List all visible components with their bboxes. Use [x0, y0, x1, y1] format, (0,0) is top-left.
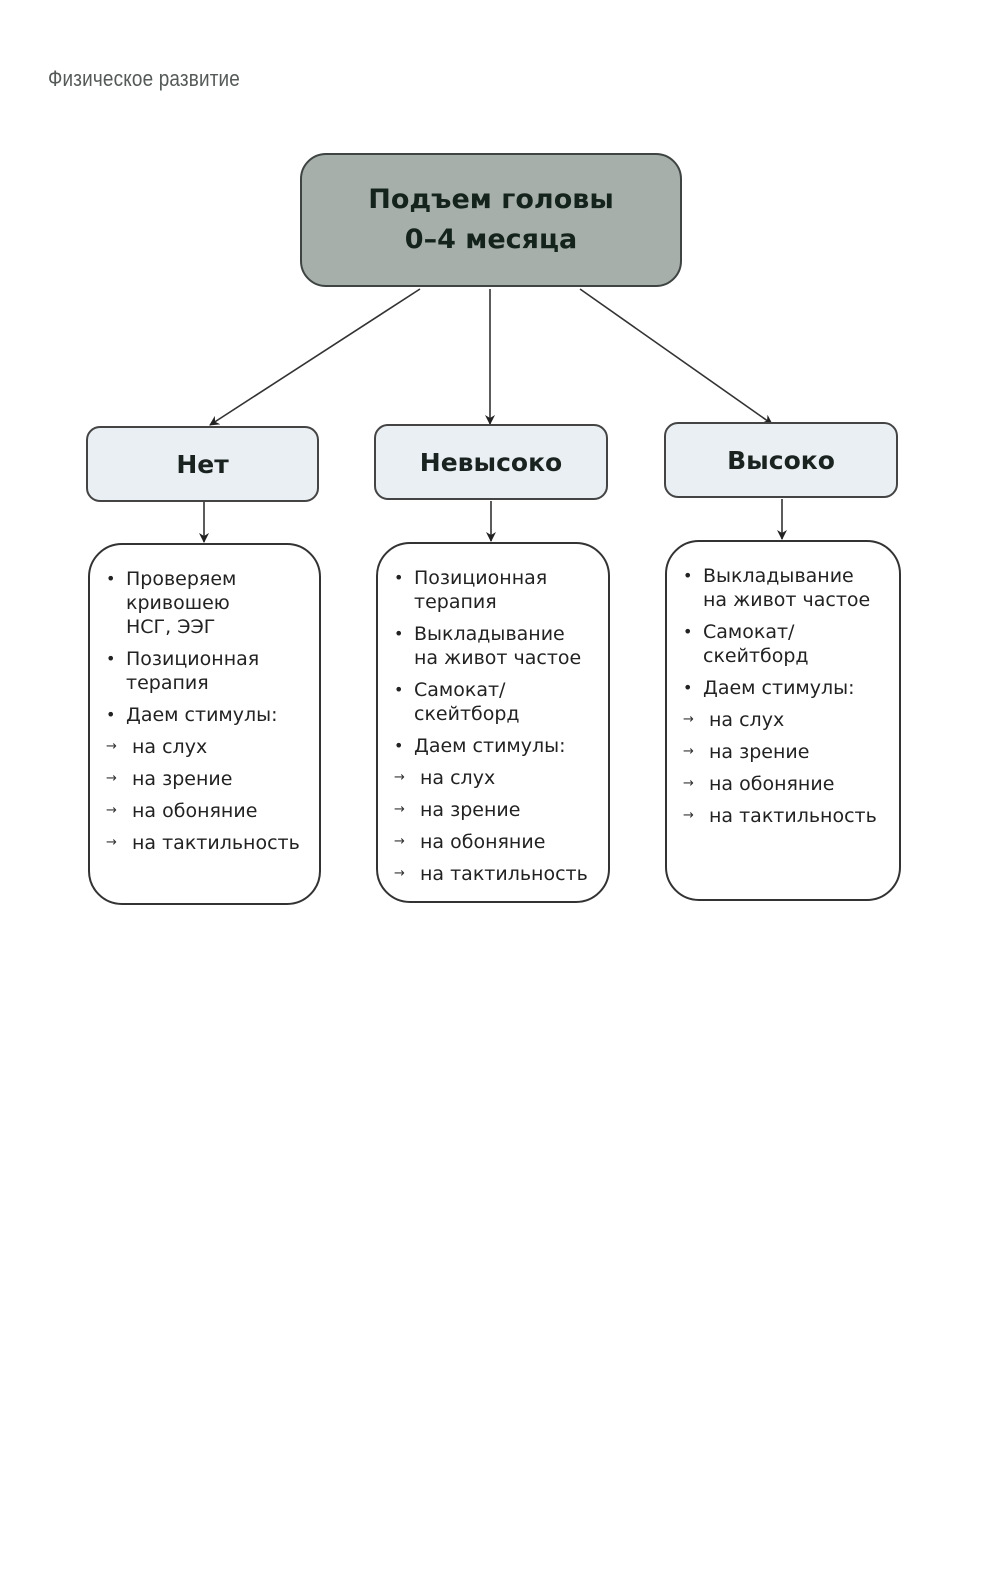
root-title: Подъем головы	[368, 184, 614, 215]
list-item-text: Выкладывание	[414, 623, 565, 645]
bullet-icon: •	[394, 736, 404, 755]
list-item-text: на живот частое	[703, 589, 871, 611]
arrow-right-icon: →	[683, 712, 694, 727]
list-item-text: Самокат/	[703, 621, 795, 643]
list-item-text: НСГ, ЭЭГ	[126, 616, 216, 638]
list-item-text: на тактильность	[420, 863, 588, 885]
list-item-text: Самокат/	[414, 679, 506, 701]
list-item-text: на слух	[709, 709, 785, 731]
bullet-icon: •	[683, 622, 693, 641]
list-item: • Даем стимулы:	[106, 703, 309, 727]
category-vysoko: Высоко	[664, 422, 898, 498]
sub-list-item: → на слух	[394, 766, 598, 790]
list-item-text: на тактильность	[132, 832, 300, 854]
category-label: Высоко	[727, 445, 835, 475]
bullet-icon: •	[683, 566, 693, 585]
list-item: • Самокат/скейтборд	[394, 678, 598, 726]
list-item-text: на зрение	[420, 799, 521, 821]
arrow-right-icon: →	[683, 776, 694, 791]
connector-root-to-vysoko	[579, 288, 773, 425]
list-item-text: Позиционная	[414, 567, 548, 589]
sub-list-item: → на обоняние	[106, 799, 309, 823]
arrow-right-icon: →	[394, 866, 405, 881]
category-net: Нет	[86, 426, 319, 502]
arrow-right-icon: →	[394, 834, 405, 849]
list-item: • Самокат/скейтборд	[683, 620, 889, 668]
arrow-right-icon: →	[394, 770, 405, 785]
sub-list-item: → на зрение	[683, 740, 889, 764]
list-item-text: на слух	[420, 767, 496, 789]
category-label: Нет	[176, 449, 229, 479]
list-item-text: терапия	[126, 672, 209, 694]
bullet-icon: •	[394, 624, 404, 643]
running-head: Физическое развитие	[48, 66, 240, 91]
sub-list-item: → на зрение	[106, 767, 309, 791]
sub-list-item: → на тактильность	[394, 862, 598, 886]
list-item-text: на тактильность	[709, 805, 877, 827]
list-item-text: Даем стимулы:	[703, 677, 855, 699]
list-item: • Даем стимулы:	[683, 676, 889, 700]
sub-list-item: → на тактильность	[106, 831, 309, 855]
bullet-icon: •	[394, 680, 404, 699]
arrow-right-icon: →	[106, 803, 117, 818]
list-item-text: на живот частое	[414, 647, 582, 669]
arrow-right-icon: →	[106, 835, 117, 850]
bullet-icon: •	[106, 705, 116, 724]
list-item-text: на обоняние	[709, 773, 835, 795]
list-item-text: на обоняние	[132, 800, 258, 822]
sub-list-item: → на зрение	[394, 798, 598, 822]
sub-list-item: → на тактильность	[683, 804, 889, 828]
list-item: • Даем стимулы:	[394, 734, 598, 758]
list-item-text: скейтборд	[414, 703, 520, 725]
bullet-icon: •	[394, 568, 404, 587]
root-node: Подъем головы 0–4 месяца	[300, 153, 682, 287]
category-label: Невысоко	[419, 447, 563, 477]
list-item-text: на обоняние	[420, 831, 546, 853]
category-nevysoko: Невысоко	[374, 424, 608, 500]
list-item-text: кривошею	[126, 592, 230, 614]
list-item-text: Выкладывание	[703, 565, 854, 587]
sub-list-item: → на слух	[683, 708, 889, 732]
list-item-text: на зрение	[132, 768, 233, 790]
arrow-right-icon: →	[106, 771, 117, 786]
list-item-text: на слух	[132, 736, 208, 758]
arrow-right-icon: →	[683, 808, 694, 823]
bullet-icon: •	[106, 649, 116, 668]
list-item-text: Позиционная	[126, 648, 260, 670]
arrow-right-icon: →	[106, 739, 117, 754]
arrow-right-icon: →	[683, 744, 694, 759]
list-item-text: Проверяем	[126, 568, 237, 590]
list-item-text: Даем стимулы:	[414, 735, 566, 757]
root-subtitle: 0–4 месяца	[404, 224, 578, 255]
bullet-icon: •	[106, 569, 116, 588]
sub-list-item: → на обоняние	[394, 830, 598, 854]
list-item-text: Даем стимулы:	[126, 704, 278, 726]
bullet-icon: •	[683, 678, 693, 697]
sub-list-item: → на обоняние	[683, 772, 889, 796]
list-item-text: терапия	[414, 591, 497, 613]
list-item-text: скейтборд	[703, 645, 809, 667]
sub-list-item: → на слух	[106, 735, 309, 759]
arrow-right-icon: →	[394, 802, 405, 817]
list-item-text: на зрение	[709, 741, 810, 763]
connector-root-to-net	[209, 288, 421, 426]
